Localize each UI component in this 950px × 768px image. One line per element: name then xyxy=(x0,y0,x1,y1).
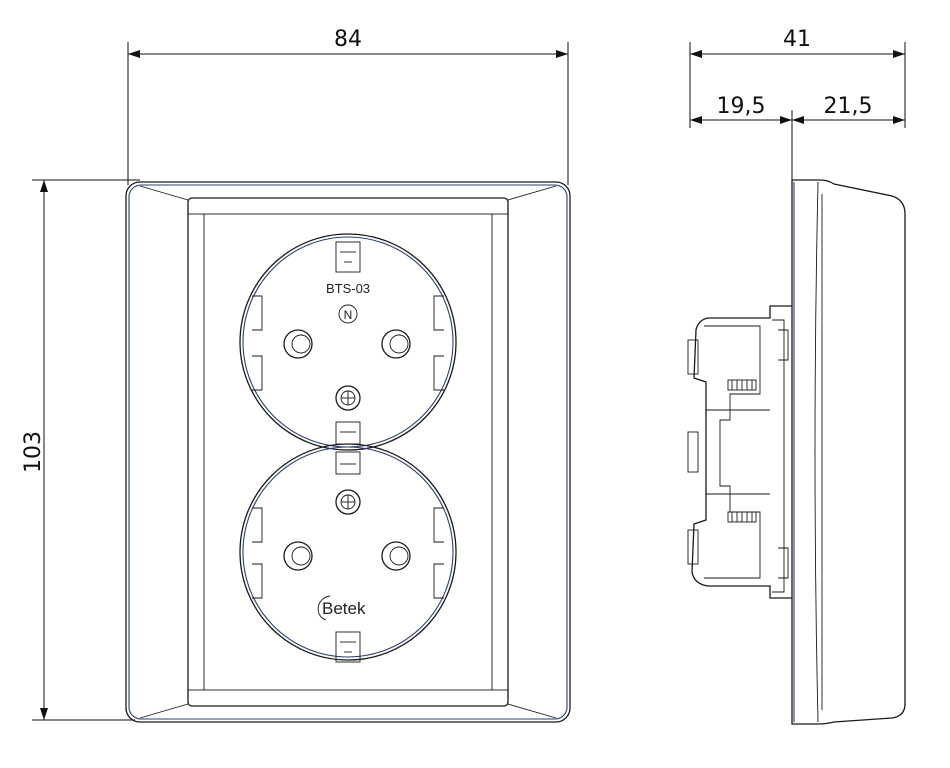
side-view xyxy=(687,179,906,725)
dimension-width: 84 xyxy=(127,27,569,185)
neutral-mark-circle xyxy=(338,304,358,324)
front-view: BTS-03 N xyxy=(125,181,571,723)
socket-top: BTS-03 N xyxy=(239,233,457,451)
spring-bottom xyxy=(727,511,757,523)
dimension-height: 103 xyxy=(21,179,140,721)
dimension-depth: 41 xyxy=(689,27,906,128)
spring-top xyxy=(727,379,757,391)
brand-label: Betek xyxy=(322,599,366,618)
depth-front-label: 21,5 xyxy=(824,94,873,119)
depth-label: 41 xyxy=(783,27,811,52)
socket-bottom: Betek xyxy=(239,443,457,663)
width-label: 84 xyxy=(334,27,362,52)
neutral-mark: N xyxy=(344,308,353,322)
brand-logo-swoosh xyxy=(317,595,331,621)
depth-back-label: 19,5 xyxy=(717,94,766,119)
model-label: BTS-03 xyxy=(326,281,370,296)
dimension-depth-split: 19,5 21,5 xyxy=(690,94,905,200)
height-label: 103 xyxy=(21,431,46,473)
